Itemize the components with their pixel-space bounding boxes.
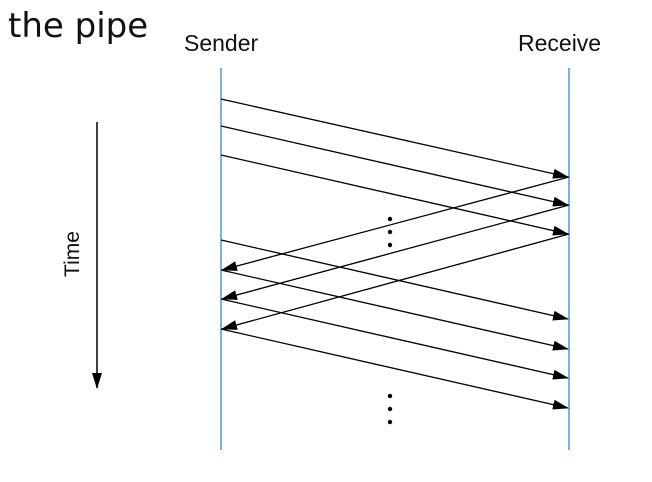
packet-arrow-6 — [220, 298, 569, 380]
sender-label: Sender — [184, 30, 259, 56]
packet-arrow-7 — [220, 328, 569, 410]
ellipsis-dots-lower — [387, 393, 393, 425]
packet-arrow-1 — [220, 98, 569, 179]
packet-arrow-4 — [220, 239, 569, 321]
packet-arrow-5 — [220, 269, 569, 351]
slide-title: the pipe — [8, 6, 149, 46]
ellipsis-dots-upper — [387, 216, 393, 248]
packet-arrow-2 — [220, 125, 569, 207]
receiver-label: Receive — [518, 30, 602, 56]
ack-arrow-1 — [221, 176, 570, 271]
packet-arrow-3 — [220, 154, 569, 236]
ack-arrow-3 — [221, 233, 570, 330]
